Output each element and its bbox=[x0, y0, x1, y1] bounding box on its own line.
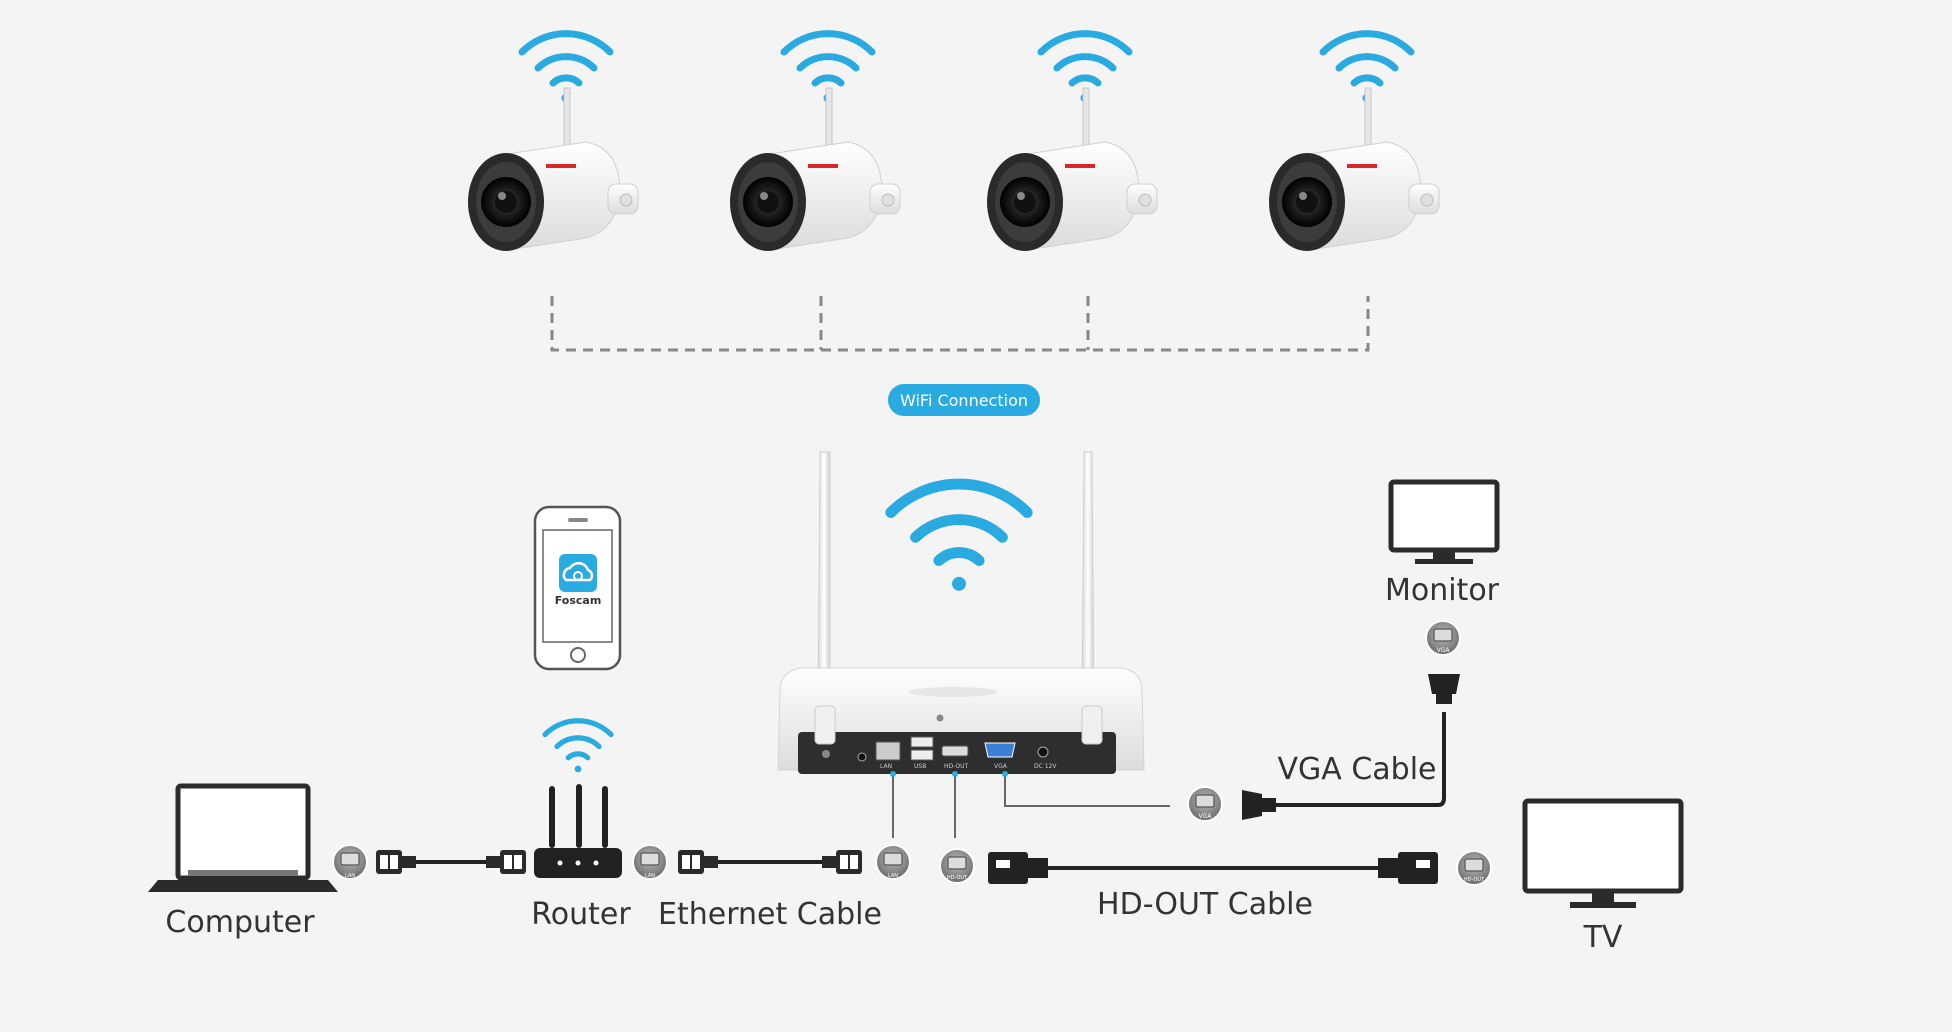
camera-icon bbox=[986, 87, 1158, 252]
camera-3 bbox=[986, 34, 1158, 252]
nvr-recorder: LAN USB HD-OUT VGA DC 12V bbox=[777, 451, 1145, 774]
svg-text:LAN: LAN bbox=[645, 873, 655, 879]
camera-1 bbox=[467, 34, 639, 252]
nvr-port-usb: USB bbox=[914, 763, 926, 770]
smartphone: Foscam bbox=[533, 505, 622, 671]
hdout-cable-label: HD-OUT Cable bbox=[1097, 887, 1313, 922]
vga-cable: VGA VGA Cable VGA bbox=[1187, 620, 1461, 822]
svg-text:VGA: VGA bbox=[1199, 813, 1213, 820]
svg-text:HD-OUT: HD-OUT bbox=[1464, 877, 1485, 883]
camera-icon bbox=[1268, 87, 1440, 252]
ethernet-cable-label: Ethernet Cable bbox=[658, 897, 882, 932]
router: Router bbox=[531, 721, 631, 932]
rj45-connector-icon bbox=[376, 850, 416, 874]
computer-label: Computer bbox=[165, 905, 315, 940]
camera-icon bbox=[729, 87, 901, 252]
wifi-connection-label: WiFi Connection bbox=[900, 391, 1028, 410]
monitor: Monitor bbox=[1385, 479, 1500, 608]
phone-app-label: Foscam bbox=[555, 594, 602, 607]
wifi-connection-badge: WiFi Connection bbox=[888, 384, 1040, 416]
nvr-port-hdout: HD-OUT bbox=[944, 763, 969, 770]
rj45-connector-icon bbox=[678, 850, 718, 874]
monitor-label: Monitor bbox=[1385, 573, 1500, 608]
laptop-computer: Computer bbox=[148, 783, 338, 940]
nvr-port-dc: DC 12V bbox=[1034, 763, 1057, 770]
tv: TV bbox=[1522, 798, 1684, 955]
tv-label: TV bbox=[1583, 920, 1623, 955]
camera-4 bbox=[1268, 34, 1440, 252]
svg-text:HD-OUT: HD-OUT bbox=[947, 875, 968, 881]
nvr-leader-lines bbox=[892, 772, 1170, 838]
wifi-icon bbox=[891, 484, 1027, 591]
computer-router-cable: LAN bbox=[332, 844, 526, 880]
wifi-icon bbox=[545, 721, 611, 773]
vga-cable-label: VGA Cable bbox=[1278, 752, 1437, 787]
svg-text:LAN: LAN bbox=[345, 873, 355, 879]
wireless-links bbox=[550, 296, 1370, 352]
rj45-connector-icon bbox=[822, 850, 862, 874]
svg-text:LAN USB HD-OUT: LAN USB HD-OUT VGA DC 12V bbox=[880, 763, 1057, 770]
nvr-port-vga: VGA bbox=[994, 763, 1008, 770]
ethernet-cable: LAN LAN Ethernet Cable bbox=[632, 844, 911, 932]
svg-text:VGA: VGA bbox=[1437, 647, 1451, 654]
rj45-connector-icon bbox=[486, 850, 526, 874]
nvr-port-lan: LAN bbox=[880, 763, 892, 770]
camera-icon bbox=[467, 87, 639, 252]
router-label: Router bbox=[531, 897, 631, 932]
hdout-cable: HD-OUT HD-OUT HD-OUT Cable bbox=[939, 848, 1492, 922]
camera-2 bbox=[729, 34, 901, 252]
svg-text:LAN: LAN bbox=[888, 873, 898, 879]
